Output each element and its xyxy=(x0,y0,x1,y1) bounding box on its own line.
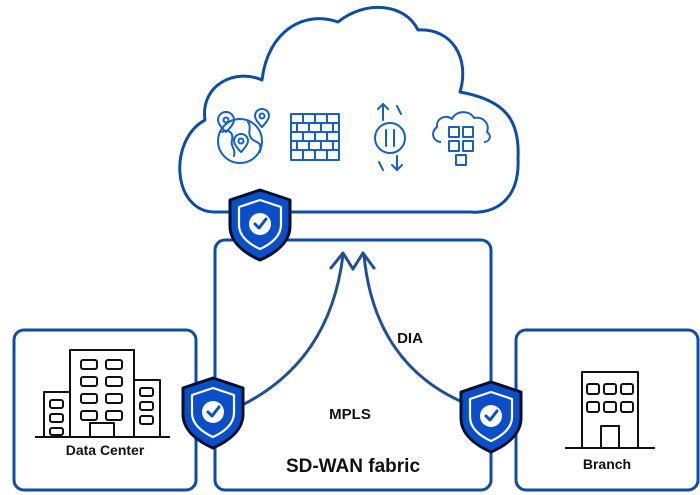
dia-arrow xyxy=(351,251,489,413)
data-center-building-icon xyxy=(35,349,170,438)
sdwan-fabric-label: SD-WAN fabric xyxy=(285,456,421,477)
data-center-box xyxy=(12,328,198,492)
cloud-shape xyxy=(178,5,520,214)
cloud-apps-icon xyxy=(432,111,491,166)
branch-label: Branch xyxy=(582,456,632,472)
globe-location-icon xyxy=(217,108,270,164)
sdwan-fabric-box xyxy=(213,238,493,492)
firewall-brick-icon xyxy=(290,113,340,161)
branch-building-icon xyxy=(565,371,655,449)
exchange-arrows-icon xyxy=(374,103,406,171)
data-center-label: Data Center xyxy=(65,442,145,458)
mpls-arrow xyxy=(223,251,355,415)
dia-label: DIA xyxy=(397,330,423,347)
mpls-label: MPLS xyxy=(329,406,371,423)
